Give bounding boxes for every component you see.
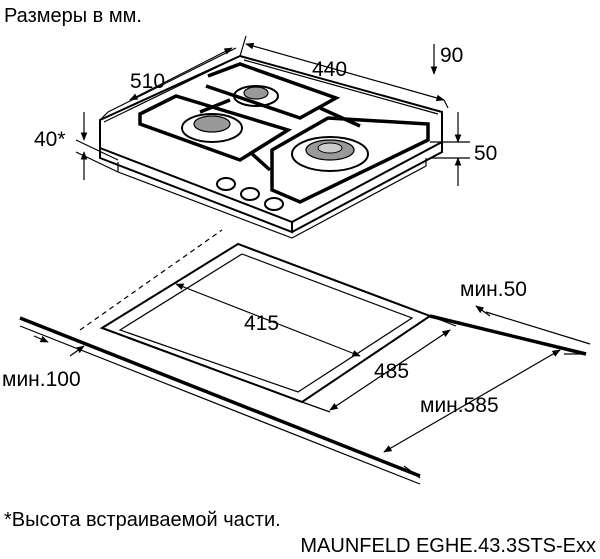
dimension-min-100: мин.100: [2, 335, 85, 391]
dimension-415: 415: [175, 283, 361, 357]
label-min-50: мин.50: [460, 278, 527, 301]
label-440: 440: [312, 58, 347, 81]
label-510: 510: [130, 70, 165, 93]
countertop: [19, 229, 591, 485]
control-knobs: [216, 177, 284, 211]
dimension-min-585: мин.585: [383, 349, 586, 479]
model-name: MAUNFELD EGHE.43.3STS-Exx: [300, 535, 596, 557]
label-90: 90: [440, 44, 463, 67]
label-50: 50: [474, 142, 497, 165]
footnote: *Высота встраиваемой части.: [4, 509, 281, 531]
label-485: 485: [374, 360, 409, 383]
dimension-40: 40*: [34, 112, 119, 180]
dimension-min-50: мин.50: [460, 278, 527, 317]
dimension-510: 510: [99, 35, 247, 121]
page-title: Размеры в мм.: [4, 5, 142, 27]
label-40: 40*: [34, 128, 66, 151]
label-415: 415: [244, 312, 279, 335]
burner-medium-left: [181, 113, 243, 143]
burner-large-right: [291, 136, 369, 172]
label-min-100: мин.100: [2, 368, 81, 391]
dimension-50: 50: [430, 112, 497, 186]
dimension-440: 440: [245, 42, 449, 109]
dimension-90: 90: [430, 44, 463, 75]
label-min-585: мин.585: [420, 394, 499, 417]
